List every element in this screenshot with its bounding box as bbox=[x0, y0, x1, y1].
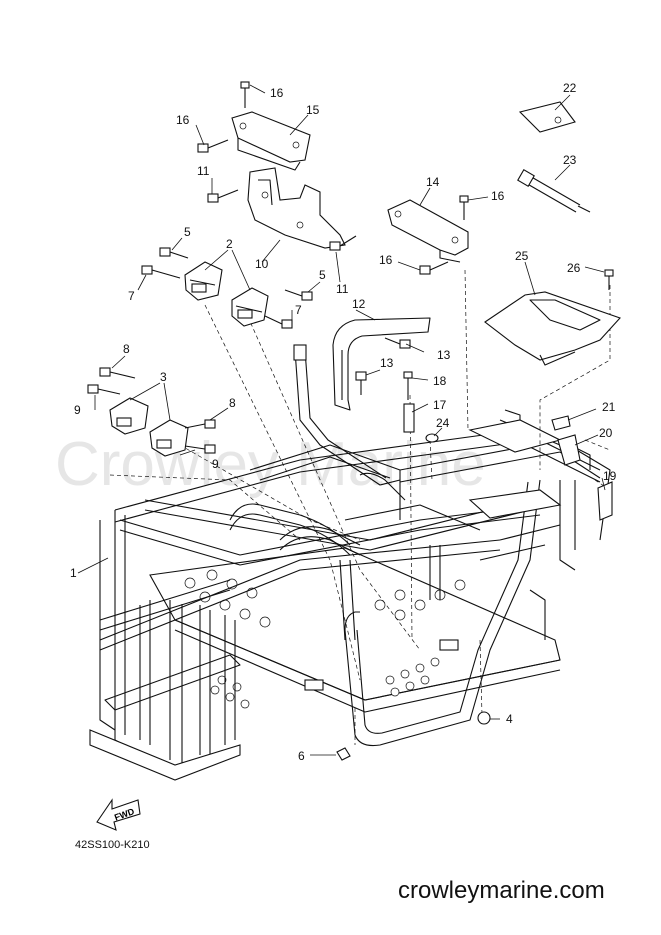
label-21 bbox=[551, 415, 571, 431]
part-label-5a: 5 bbox=[184, 225, 191, 239]
pad-22 bbox=[518, 101, 576, 133]
diagram-code: 42SS100-K210 bbox=[75, 839, 150, 851]
leader-lines bbox=[77, 84, 606, 756]
grommet-24 bbox=[425, 433, 439, 443]
part-label-22: 22 bbox=[563, 81, 577, 95]
part-label-24: 24 bbox=[436, 416, 450, 430]
part-label-26: 26 bbox=[567, 261, 581, 275]
nut-4 bbox=[477, 711, 491, 725]
part-label-18: 18 bbox=[433, 374, 447, 388]
label-19 bbox=[597, 481, 613, 521]
part-label-16b: 16 bbox=[176, 113, 190, 127]
part-label-7b: 7 bbox=[295, 303, 302, 317]
part-label-12: 12 bbox=[352, 297, 366, 311]
part-label-6: 6 bbox=[298, 749, 305, 763]
part-label-25: 25 bbox=[515, 249, 529, 263]
part-label-5b: 5 bbox=[319, 268, 326, 282]
part-label-9a: 9 bbox=[74, 403, 81, 417]
part-label-2: 2 bbox=[226, 237, 233, 251]
frame bbox=[89, 344, 611, 781]
part-label-1: 1 bbox=[70, 566, 77, 580]
bracket-15 bbox=[231, 111, 311, 171]
part-label-7a: 7 bbox=[128, 289, 135, 303]
part-label-11a: 11 bbox=[197, 164, 210, 178]
bolts bbox=[87, 81, 614, 454]
mount-2 bbox=[184, 261, 269, 327]
site-name: crowleymarine.com bbox=[398, 877, 605, 904]
part-label-13a: 13 bbox=[380, 356, 394, 370]
part-label-20: 20 bbox=[599, 426, 613, 440]
part-label-16d: 16 bbox=[379, 253, 393, 267]
part-label-16c: 16 bbox=[491, 189, 505, 203]
bracket-12 bbox=[332, 317, 431, 411]
part-label-11b: 11 bbox=[336, 282, 349, 296]
clip-17 bbox=[403, 403, 415, 433]
part-labels: 1 2 3 4 5 5 6 7 7 8 8 9 9 10 11 11 12 13… bbox=[70, 81, 617, 763]
part-label-15: 15 bbox=[306, 103, 320, 117]
bracket-14 bbox=[387, 199, 469, 263]
part-label-13b: 13 bbox=[437, 348, 451, 362]
fwd-arrow: FWD bbox=[96, 798, 141, 831]
part-label-4: 4 bbox=[506, 712, 513, 726]
rod-23 bbox=[517, 169, 591, 213]
part-label-16a: 16 bbox=[270, 86, 284, 100]
part-label-17: 17 bbox=[433, 398, 447, 412]
part-label-3: 3 bbox=[160, 370, 167, 384]
bracket-10 bbox=[247, 167, 346, 249]
plate-25 bbox=[484, 291, 621, 366]
part-label-9b: 9 bbox=[212, 457, 219, 471]
watermark: Crowley Marine bbox=[55, 430, 486, 499]
part-6 bbox=[336, 747, 351, 761]
part-label-23: 23 bbox=[563, 153, 577, 167]
plate-20 bbox=[557, 434, 581, 466]
part-label-8b: 8 bbox=[229, 396, 236, 410]
assembly-guides bbox=[109, 269, 611, 745]
part-label-8a: 8 bbox=[123, 342, 130, 356]
part-label-14: 14 bbox=[426, 175, 440, 189]
mount-3 bbox=[109, 397, 189, 457]
part-label-21: 21 bbox=[602, 400, 616, 414]
part-label-10: 10 bbox=[255, 257, 269, 271]
part-label-19: 19 bbox=[603, 469, 617, 483]
